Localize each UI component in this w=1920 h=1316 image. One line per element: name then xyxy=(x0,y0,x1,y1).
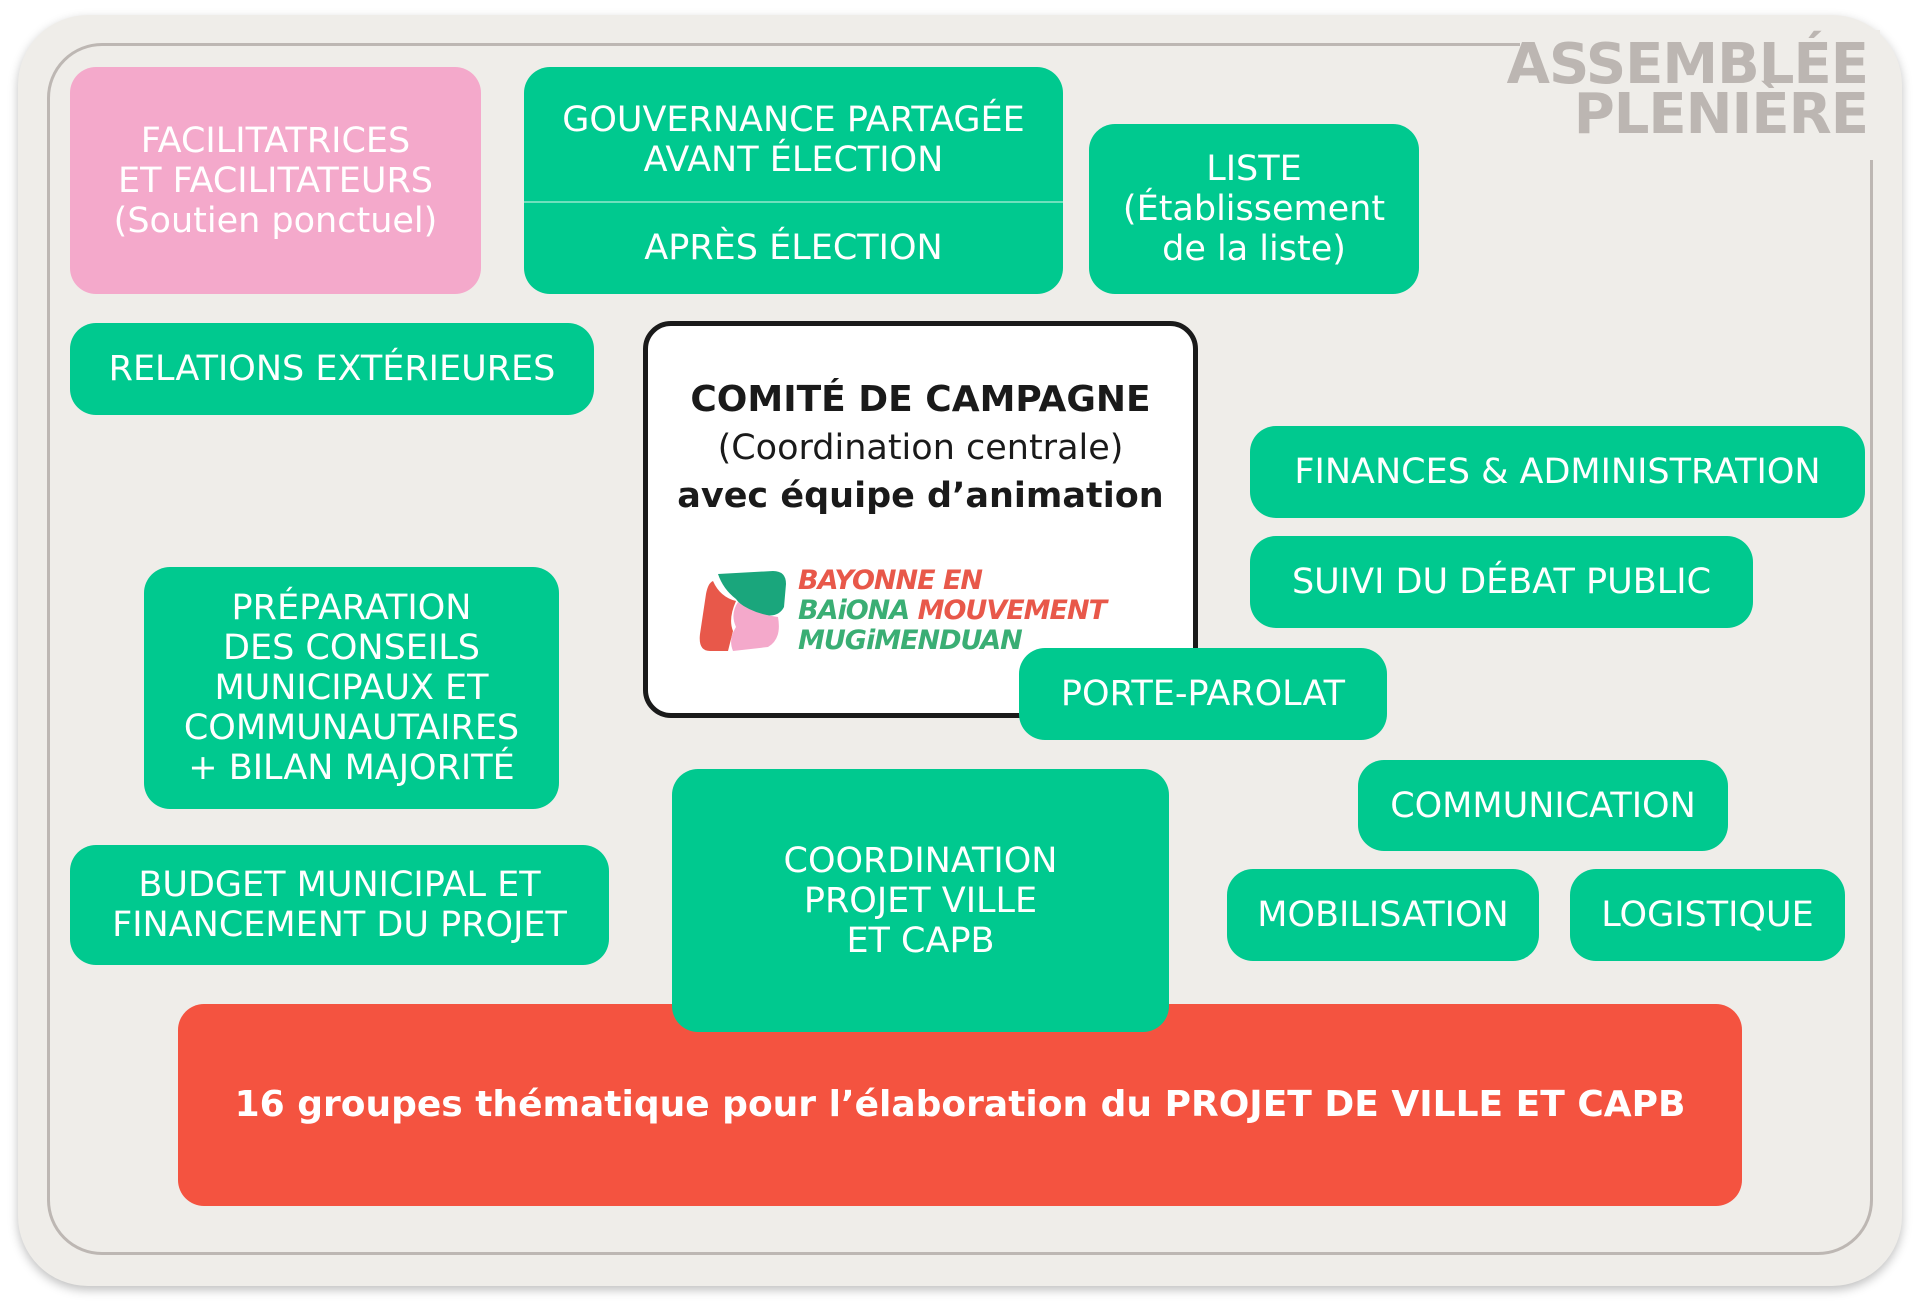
councils-box: PRÉPARATION DES CONSEILS MUNICIPAUX ET C… xyxy=(144,567,559,809)
thematic-groups-box: 16 groupes thématique pour l’élaboration… xyxy=(178,1004,1742,1206)
relations-box: RELATIONS EXTÉRIEURES xyxy=(70,323,594,415)
governance-after: APRÈS ÉLECTION xyxy=(644,228,943,269)
coordination-box: COORDINATION PROJET VILLE ET CAPB xyxy=(672,769,1169,1032)
assembly-title: ASSEMBLÉE PLENIÈRE xyxy=(1506,32,1869,147)
facilitators-box: FACILITATRICES ET FACILITATEURS (Soutien… xyxy=(70,67,481,294)
logistics-box: LOGISTIQUE xyxy=(1570,869,1845,961)
communication-box: COMMUNICATION xyxy=(1358,760,1728,851)
logo-mark-icon xyxy=(699,570,786,651)
budget-box: BUDGET MUNICIPAL ET FINANCEMENT DU PROJE… xyxy=(70,845,609,965)
finances-box: FINANCES & ADMINISTRATION xyxy=(1250,426,1865,518)
committee-title: COMITÉ DE CAMPAGNE xyxy=(690,379,1151,420)
campaign-committee-box: COMITÉ DE CAMPAGNE (Coordination central… xyxy=(643,321,1198,718)
governance-box: GOUVERNANCE PARTAGÉE AVANT ÉLECTION APRÈ… xyxy=(524,67,1063,294)
mobilisation-box: MOBILISATION xyxy=(1227,869,1539,961)
committee-team: avec équipe d’animation xyxy=(677,476,1164,516)
public-debate-box: SUIVI DU DÉBAT PUBLIC xyxy=(1250,536,1753,628)
committee-subtitle: (Coordination centrale) xyxy=(717,428,1124,468)
movement-logo: BAYONNE EN BAiONA MOUVEMENT MUGiMENDUAN xyxy=(698,566,1107,656)
spokesperson-box: PORTE-PAROLAT xyxy=(1019,648,1387,740)
list-box: LISTE (Établissement de la liste) xyxy=(1089,124,1419,294)
governance-before: GOUVERNANCE PARTAGÉE AVANT ÉLECTION xyxy=(524,67,1063,203)
assembly-frame xyxy=(47,43,1873,1255)
